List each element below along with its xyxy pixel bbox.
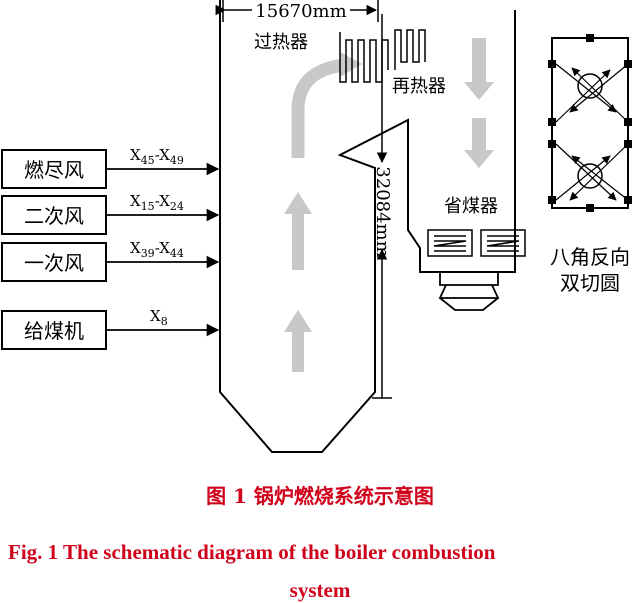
input-fire-air-label: 燃尽风 [24, 158, 84, 182]
input-coal-feeder-var: X8 [150, 307, 168, 328]
input-primary-air: 一次风 X39-X44 [1, 239, 220, 282]
corner-label-line1: 八角反向 [550, 245, 630, 269]
input-primary-air-label: 一次风 [24, 251, 84, 275]
caption-english-line1: Fig. 1 The schematic diagram of the boil… [8, 540, 496, 564]
caption-english-line2: system [289, 578, 351, 602]
input-fire-air: 燃尽风 X45-X49 [1, 146, 220, 189]
input-coal-feeder: 给煤机 X8 [1, 307, 220, 350]
flow-arrow-middle [284, 192, 312, 270]
tangential-firing-panel [548, 34, 632, 212]
furnace-flow-arrows [284, 192, 312, 372]
width-dimension-label: 15670mm [255, 1, 346, 22]
height-dimension [372, 14, 392, 399]
input-primary-air-var: X39-X44 [130, 239, 184, 260]
input-secondary-air: 二次风 X15-X24 [1, 192, 220, 235]
backpass-flow-arrows [464, 38, 494, 168]
flow-curve-upper [291, 58, 346, 158]
caption-chinese: 图 1 锅炉燃烧系统示意图 [206, 484, 434, 508]
furnace-outline [219, 0, 516, 453]
reheater-label: 再热器 [392, 76, 446, 97]
input-fire-air-var: X45-X49 [130, 146, 184, 167]
superheater-label: 过热器 [254, 32, 308, 53]
boiler-diagram: 15670mm 32084mm 过热器 再热器 省煤器 燃尽风 X45-X49 … [1, 0, 632, 453]
economizer-hopper [438, 272, 500, 311]
corner-label-line2: 双切圆 [560, 271, 620, 295]
backpass-arrow-top [464, 38, 494, 100]
reheater-coils [394, 29, 426, 70]
economizer-label: 省煤器 [444, 196, 498, 217]
input-coal-feeder-label: 给煤机 [24, 319, 84, 343]
input-secondary-air-label: 二次风 [24, 204, 84, 228]
backpass-arrow-bottom [464, 118, 494, 168]
width-dimension [215, 0, 379, 22]
flow-arrow-lower [284, 310, 312, 372]
height-dimension-label: 32084mm [372, 166, 393, 257]
economizer-coils [427, 229, 526, 257]
input-secondary-air-var: X15-X24 [130, 192, 184, 213]
